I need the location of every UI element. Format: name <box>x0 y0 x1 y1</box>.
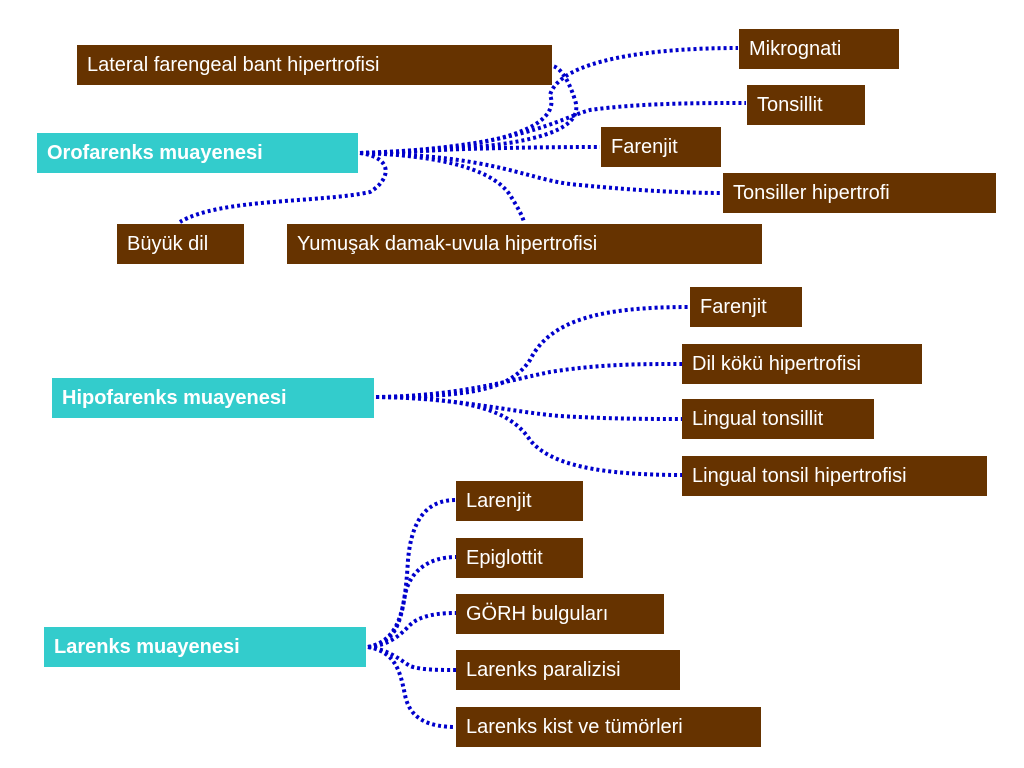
leaf-farenjit-oro: Farenjit <box>601 127 721 167</box>
leaf-larenjit: Larenjit <box>456 481 583 521</box>
connector-lar-kist <box>367 645 457 729</box>
connector-oro-tonsiller <box>359 151 723 195</box>
leaf-tonsillit: Tonsillit <box>747 85 865 125</box>
connector-lar-gorh <box>367 611 457 649</box>
leaf-gorh: GÖRH bulguları <box>456 594 664 634</box>
connector-hipo-lingual-tonsillit <box>375 395 683 421</box>
leaf-tonsiller-hipertrofi: Tonsiller hipertrofi <box>723 173 996 213</box>
leaf-epiglottit: Epiglottit <box>456 538 583 578</box>
connector-oro-farenjit <box>359 145 601 155</box>
leaf-yumusak-damak: Yumuşak damak-uvula hipertrofisi <box>287 224 762 264</box>
hub-larenks: Larenks muayenesi <box>44 627 366 667</box>
leaf-lateral-farengeal: Lateral farengeal bant hipertrofisi <box>77 45 552 85</box>
leaf-buyuk-dil: Büyük dil <box>117 224 244 264</box>
connector-oro-yumusak <box>359 151 526 223</box>
leaf-lingual-tonsillit: Lingual tonsillit <box>682 399 874 439</box>
leaf-mikrognati: Mikrognati <box>739 29 899 69</box>
connector-lar-paralizi <box>367 645 457 672</box>
connector-hipo-lingual-hipertrofi <box>375 395 683 477</box>
connector-hipo-dil-koku <box>375 362 683 399</box>
leaf-larenks-kist: Larenks kist ve tümörleri <box>456 707 761 747</box>
connector-oro-tonsillit <box>359 101 747 155</box>
connector-hipo-farenjit <box>375 305 691 399</box>
hub-orofarenks: Orofarenks muayenesi <box>37 133 358 173</box>
connector-oro-lateral <box>359 64 579 155</box>
hub-hipofarenks: Hipofarenks muayenesi <box>52 378 374 418</box>
connector-lar-epiglottit <box>367 555 457 649</box>
leaf-dil-koku: Dil kökü hipertrofisi <box>682 344 922 384</box>
leaf-farenjit-hipo: Farenjit <box>690 287 802 327</box>
leaf-lingual-tonsil-hipertrofisi: Lingual tonsil hipertrofisi <box>682 456 987 496</box>
leaf-larenks-paralizisi: Larenks paralizisi <box>456 650 680 690</box>
connector-oro-buyuk-dil <box>178 151 388 224</box>
